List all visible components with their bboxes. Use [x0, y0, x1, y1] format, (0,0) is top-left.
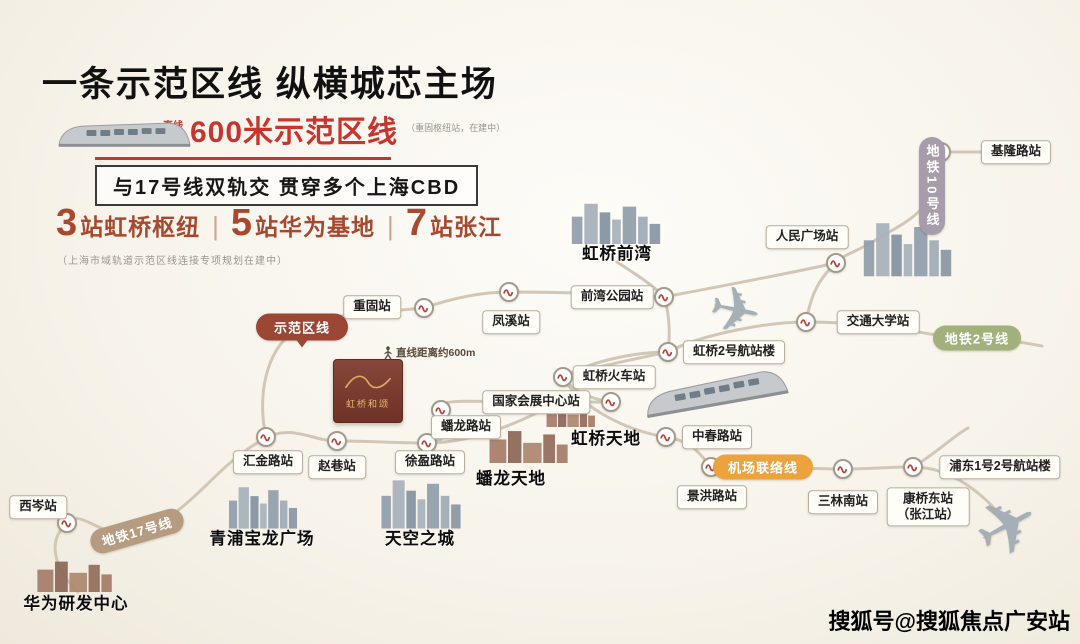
station-label: 国家会展中心站	[482, 390, 590, 414]
pedestrian-icon	[384, 345, 392, 360]
station-label: 汇金路站	[232, 450, 304, 474]
stat-label: 站张江	[429, 214, 502, 240]
station-label: 浦东1号2号航站楼	[939, 455, 1061, 479]
station-label: 重固站	[343, 295, 401, 319]
place-name: 青浦宝龙广场	[209, 530, 315, 548]
station-label: 交通大学站	[836, 310, 920, 334]
logo-name: 虹桥和颂	[345, 399, 390, 409]
line-badge-airport-link: 机场联络线	[713, 454, 813, 480]
metro-station-icon	[826, 253, 846, 273]
metro-station-icon	[601, 392, 621, 412]
metro-station-icon	[327, 431, 347, 451]
line-badge-label: 地铁10号线	[924, 143, 940, 229]
city-illustration-sky-city	[378, 472, 464, 530]
walk-distance-text: 直线距离约600m	[396, 347, 476, 359]
line-badge-line-2: 地铁2号线	[933, 325, 1021, 351]
metro-station-icon	[499, 282, 519, 302]
line-badge-line-10: 地铁10号线	[919, 137, 945, 235]
page-title: 一条示范区线 纵横城芯主场	[42, 65, 498, 104]
place-name: 华为研发中心	[23, 595, 129, 613]
place-name: 虹桥天地	[571, 430, 641, 448]
station-label: 康桥东站（张江站）	[886, 487, 970, 527]
station-label: 前湾公园站	[570, 285, 654, 309]
station-label: 三林南站	[807, 490, 879, 514]
station-label: 基隆路站	[980, 140, 1052, 164]
stat-label: 站虹桥枢纽	[80, 214, 201, 240]
place-name: 虹桥前湾	[582, 245, 652, 263]
metro-station-icon	[658, 342, 678, 362]
station-label: 虹桥2号航站楼	[683, 340, 785, 364]
stats-separator: |	[387, 211, 394, 241]
station-label: 凤溪站	[482, 310, 540, 334]
walk-distance-note: 直线距离约600m	[383, 345, 475, 360]
metro-station-icon	[796, 312, 816, 332]
line-badge-label: 示范区线	[273, 320, 330, 336]
logo-script-flourish	[345, 375, 391, 389]
station-label: 虹桥火车站	[572, 365, 656, 389]
project-logo: 虹桥和颂	[333, 359, 403, 423]
red-underline	[95, 157, 391, 160]
line-badge-label: 地铁2号线	[944, 331, 1010, 347]
station-label: 中春路站	[681, 425, 753, 449]
metro-station-icon	[833, 459, 853, 479]
metro-station-icon	[903, 457, 923, 477]
stat-number: 5	[230, 202, 253, 244]
station-label: 蟠龙路站	[430, 415, 502, 439]
watermark: 搜狐号@搜狐焦点广安站	[828, 609, 1070, 634]
stats-note: （上海市域轨道示范区线连接专项规划在建中）	[57, 256, 288, 267]
highlight-note: （重固枢纽站，在建中）	[406, 123, 506, 133]
city-illustration-baolong-plaza	[226, 478, 300, 532]
station-label: 西岑站	[9, 495, 67, 519]
stat-label: 站华为基地	[255, 214, 376, 240]
station-label: 徐盈路站	[394, 450, 466, 474]
train-illustration	[55, 116, 193, 150]
station-label: 赵巷站	[308, 455, 366, 479]
city-illustration-huawei	[27, 552, 123, 592]
metro-station-icon	[414, 298, 434, 318]
stat-number: 7	[405, 202, 427, 244]
place-name: 蟠龙天地	[476, 470, 546, 488]
place-name: 天空之城	[385, 530, 455, 548]
metro-station-icon	[656, 427, 676, 447]
stat-number: 3	[56, 202, 78, 244]
metro-station-icon	[553, 367, 573, 387]
station-label: 景洪路站	[676, 485, 748, 509]
station-label: 人民广场站	[765, 225, 849, 249]
city-illustration-qianwan	[568, 198, 664, 244]
highlight-text: 600米示范区线	[190, 116, 399, 149]
line-badge-label: 机场联络线	[727, 460, 798, 476]
line-badge-demo-line: 示范区线	[256, 313, 348, 348]
subtitle-box: 与17号线双轨交 贯穿多个上海CBD	[95, 165, 479, 206]
metro-station-icon	[654, 287, 674, 307]
metro-station-icon	[256, 427, 276, 447]
stats-separator: |	[212, 211, 219, 241]
metro-station-icon	[57, 513, 77, 533]
